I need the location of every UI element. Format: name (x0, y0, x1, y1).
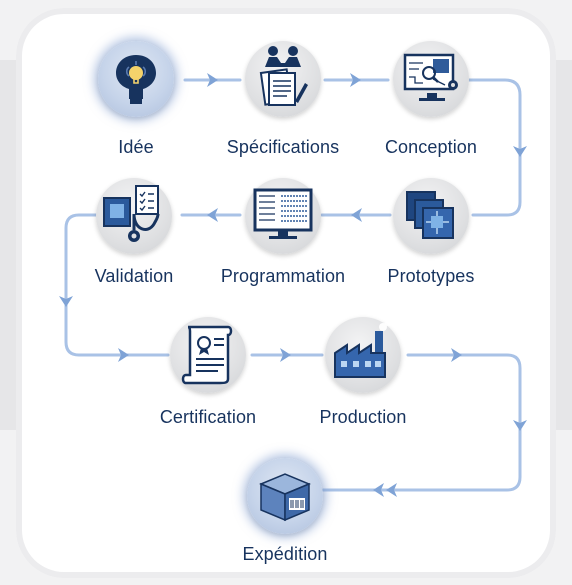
certificate-scroll-icon (181, 325, 233, 385)
step-label: Programmation (220, 266, 346, 286)
schematic-monitor-icon (403, 53, 458, 101)
code-monitor-icon (253, 188, 313, 239)
stethoscope-board-icon (103, 185, 160, 242)
connector-8 (321, 353, 522, 492)
barcode-box-icon (259, 473, 311, 522)
step-production-node (325, 317, 401, 393)
handshake-documents-icon (259, 46, 308, 106)
step-specifications-node (245, 41, 321, 117)
step-label: Conception (384, 137, 478, 157)
step-idee-node (98, 41, 174, 117)
arrow-down (513, 146, 527, 157)
connector-6 (64, 213, 170, 357)
circuit-boards-icon (406, 191, 454, 239)
step-conception-node (393, 41, 469, 117)
arrow-right (451, 348, 462, 362)
step-validation-node (96, 178, 172, 254)
arrow-left (207, 208, 218, 222)
step-programmation-node (245, 178, 321, 254)
arrow-left-double (373, 483, 384, 497)
arrow-left (351, 208, 362, 222)
step-prototypes-node (393, 178, 469, 254)
step-label: Spécifications (226, 137, 340, 157)
arrow-left-double (386, 483, 397, 497)
step-label: Production (319, 407, 407, 427)
step-label: Validation (94, 266, 174, 286)
arrow-right (207, 73, 218, 87)
step-label: Prototypes (387, 266, 475, 286)
step-expedition-node (247, 458, 323, 534)
step-label: Idée (118, 137, 154, 157)
arrow-down (59, 296, 73, 307)
arrow-right (118, 348, 129, 362)
brain-lightbulb-icon (116, 55, 156, 104)
connector-3 (466, 78, 522, 217)
step-label: Certification (159, 407, 257, 427)
factory-icon (334, 320, 391, 378)
arrow-down (513, 420, 527, 431)
arrow-right (350, 73, 361, 87)
step-certification-node (170, 317, 246, 393)
arrow-right (280, 348, 291, 362)
step-label: Expédition (242, 544, 328, 564)
